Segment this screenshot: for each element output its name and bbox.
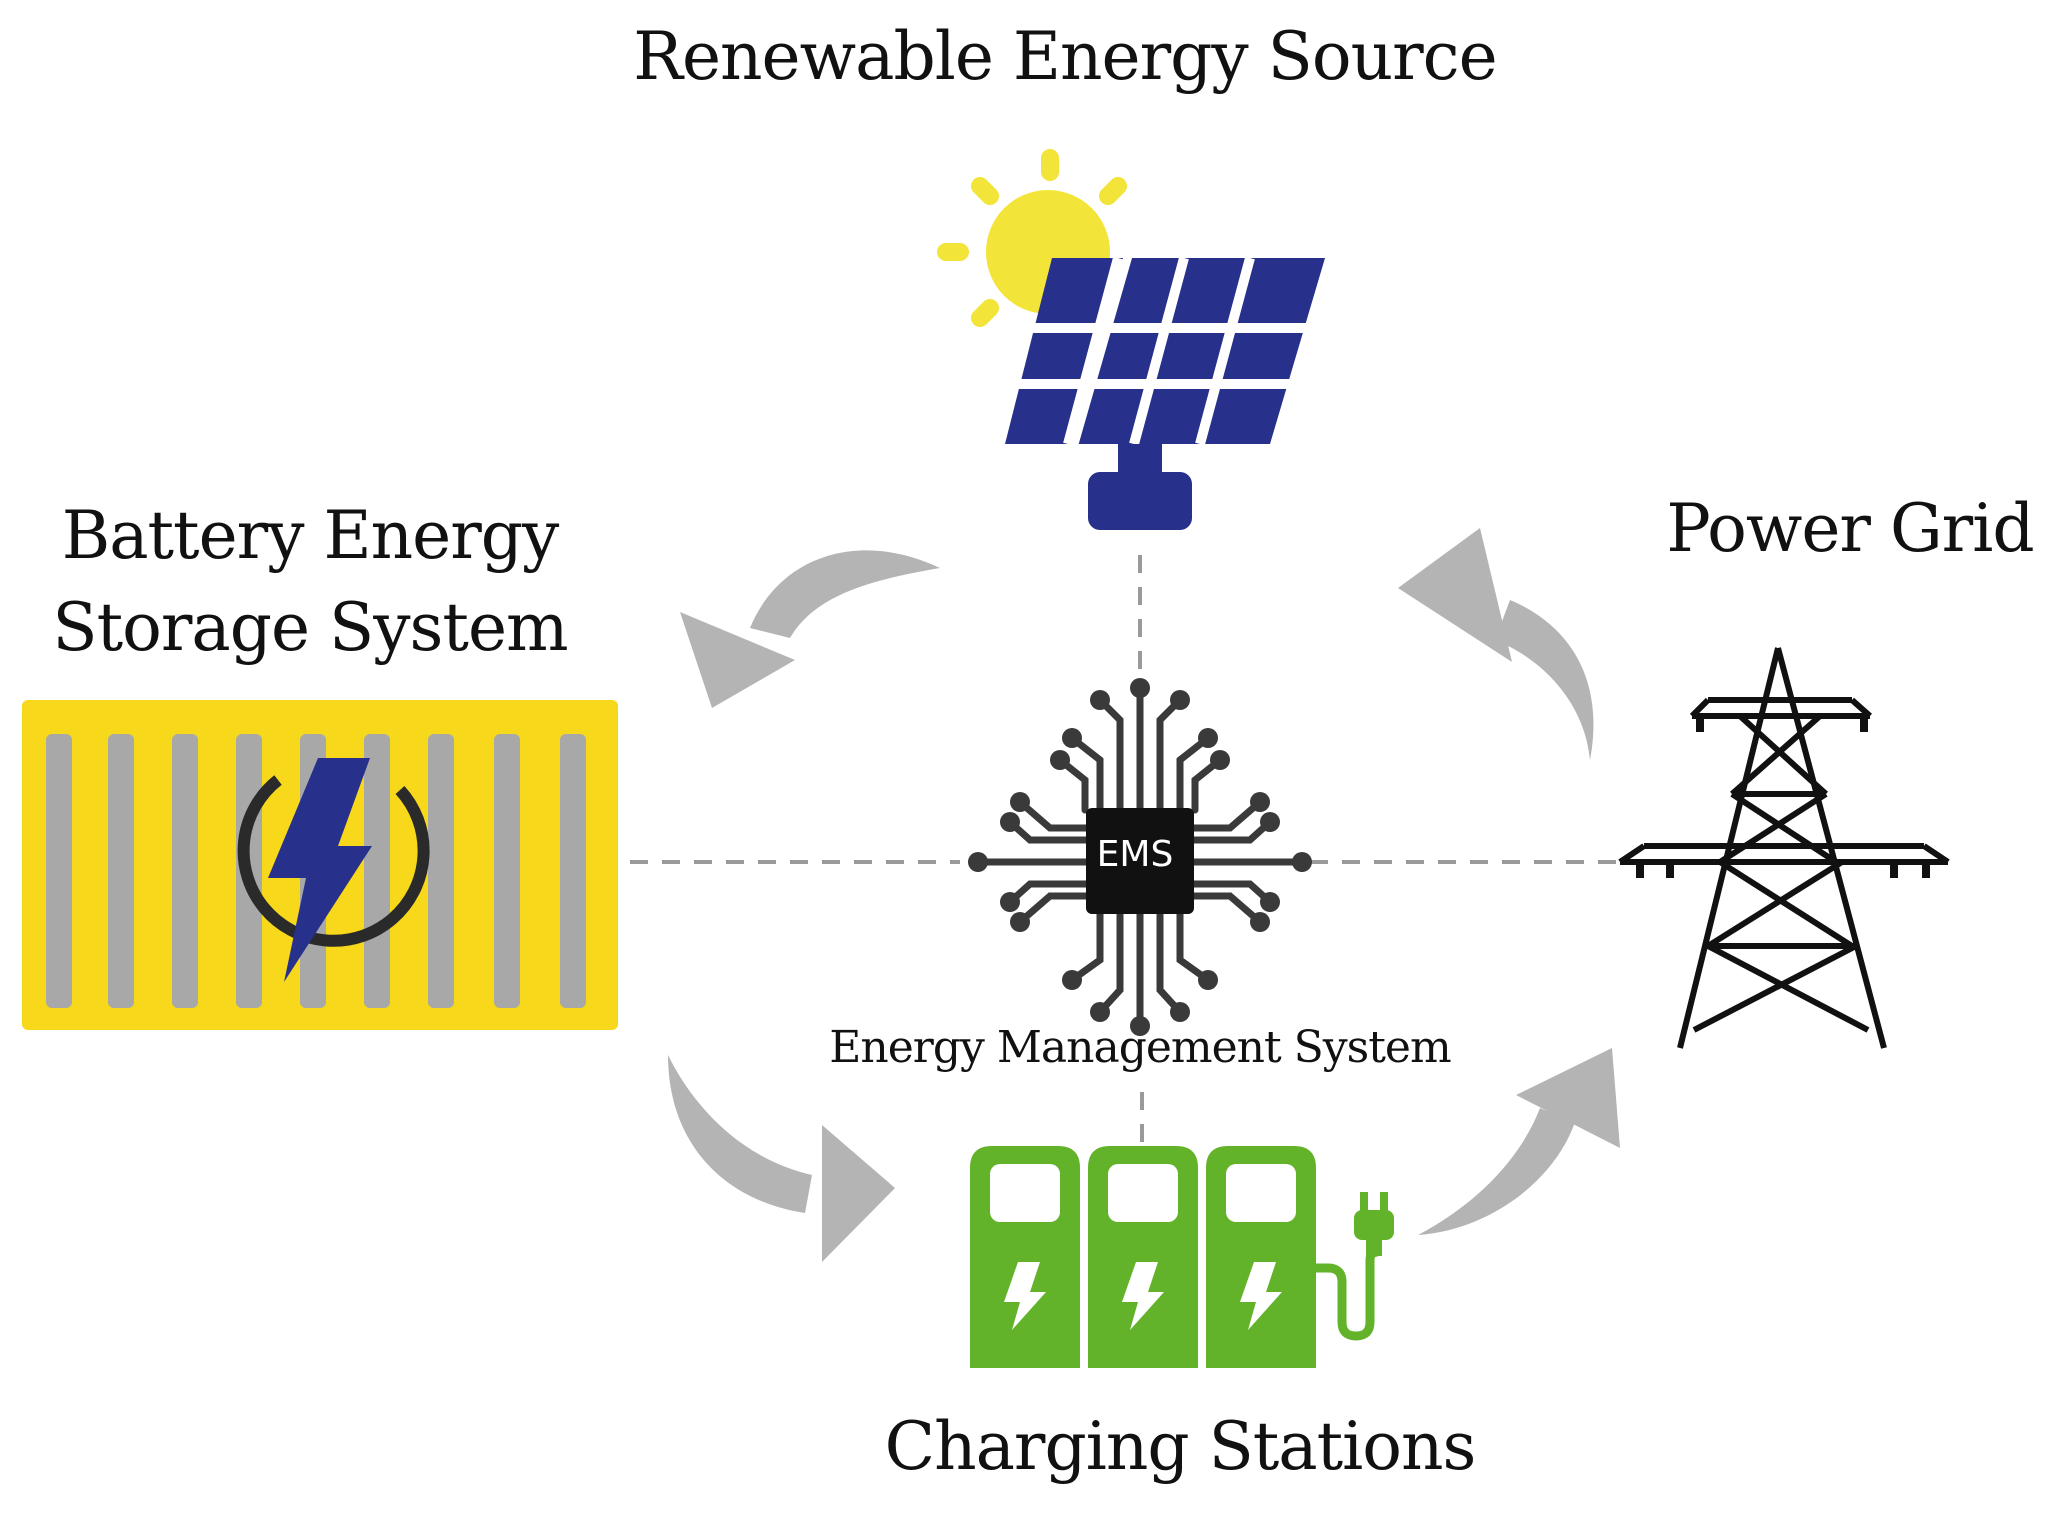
battery-label-line2: Storage System: [52, 589, 568, 666]
plug-icon: [1316, 1192, 1394, 1341]
power-grid-label: Power Grid: [1666, 490, 2034, 567]
arrow-charging-to-grid: [1418, 1048, 1620, 1235]
solar-panel-icon: [1005, 256, 1325, 530]
chip-icon: [968, 678, 1312, 1036]
arrow-renewable-to-battery: [680, 550, 940, 708]
tower-insulators: [1636, 716, 1930, 878]
battery-container-icon: [22, 700, 618, 1030]
transmission-tower-icon: [1618, 647, 1950, 1049]
power-ring-icon: [237, 775, 430, 947]
chip-label: EMS: [1096, 834, 1174, 875]
battery-storage-label: Battery Energy Storage System: [40, 490, 580, 674]
charging-stations-label: Charging Stations: [884, 1408, 1477, 1485]
renewable-energy-source-label: Renewable Energy Source: [633, 18, 1497, 95]
flow-arrows: [668, 528, 1620, 1262]
charging-station-icon: [970, 1146, 1394, 1368]
lightning-bolt-icon: [268, 758, 372, 982]
arrow-battery-to-charging: [668, 1055, 895, 1262]
battery-label-line1: Battery Energy: [61, 497, 560, 574]
ems-label: Energy Management System: [829, 1022, 1451, 1073]
arrow-grid-to-renewable: [1398, 528, 1594, 760]
